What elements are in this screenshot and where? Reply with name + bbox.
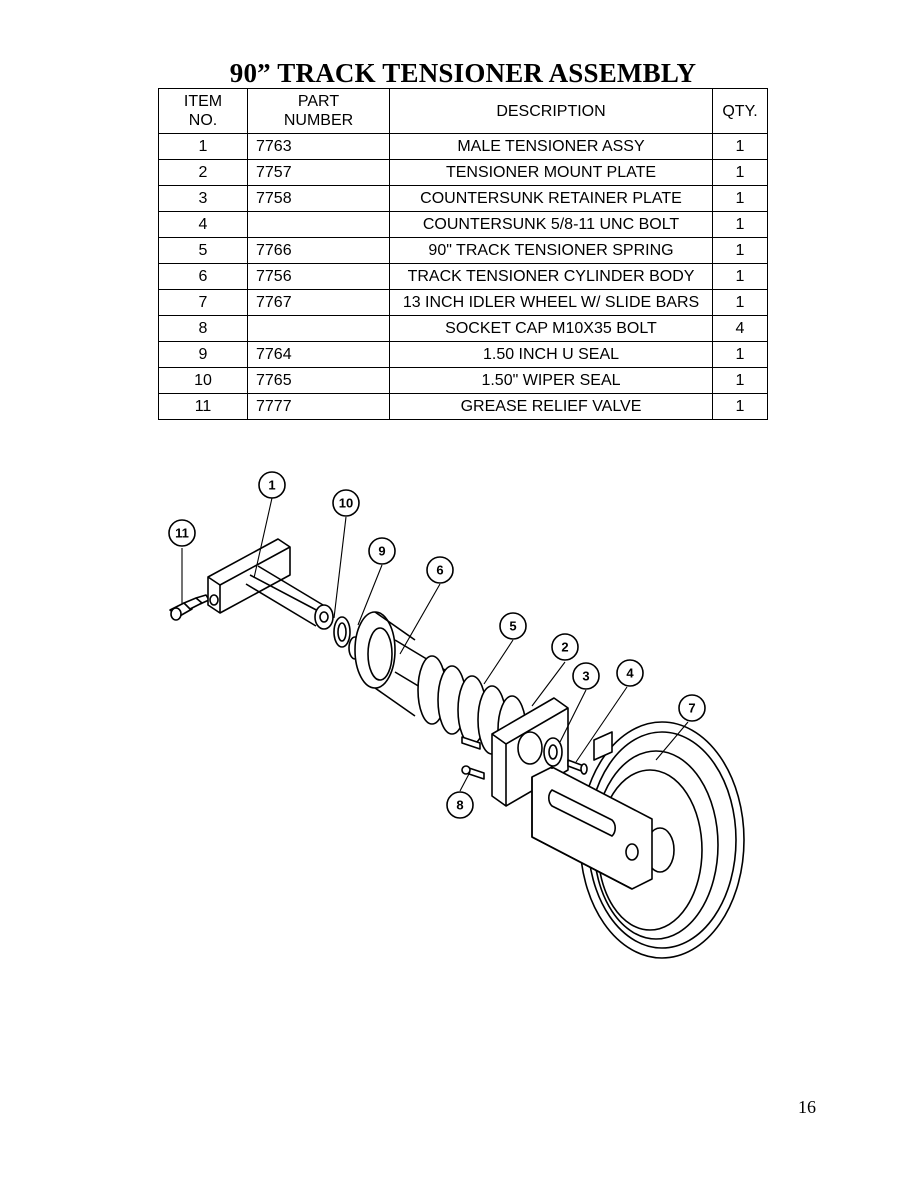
page-title: 90” TRACK TENSIONER ASSEMBLY	[229, 58, 697, 88]
cell-part-number	[247, 211, 390, 238]
cell-item-no: 6	[158, 263, 248, 290]
callout-label: 4	[626, 666, 634, 681]
header-item-no: ITEM NO.	[158, 88, 248, 134]
cell-qty: 1	[712, 341, 768, 368]
callout-9: 9	[368, 537, 396, 565]
header-part-line1: PART	[297, 93, 340, 110]
wiper-seal-part	[333, 616, 351, 648]
cell-qty: 1	[712, 393, 768, 420]
header-description: DESCRIPTION	[389, 88, 713, 134]
cell-description: SOCKET CAP M10X35 BOLT	[389, 315, 713, 342]
cell-part-number: 7764	[247, 341, 390, 368]
callout-label: 8	[456, 798, 463, 813]
cell-item-no: 8	[158, 315, 248, 342]
cell-part-number: 7757	[247, 159, 390, 186]
cell-qty: 1	[712, 367, 768, 394]
cell-part-number: 7758	[247, 185, 390, 212]
idler-wheel-part	[531, 721, 745, 959]
callout-8: 8	[446, 791, 474, 819]
callout-leaders	[181, 497, 689, 792]
callout-label: 6	[436, 563, 443, 578]
callout-label: 2	[561, 640, 568, 655]
cell-item-no: 5	[158, 237, 248, 264]
countersunk-bolt-part	[567, 759, 588, 775]
socket-cap-bolt-part	[461, 736, 485, 780]
cell-item-no: 2	[158, 159, 248, 186]
callout-label: 5	[509, 619, 516, 634]
callout-label: 7	[688, 701, 695, 716]
cell-item-no: 3	[158, 185, 248, 212]
cell-qty: 1	[712, 159, 768, 186]
callout-label: 3	[582, 669, 589, 684]
callout-label: 9	[378, 544, 385, 559]
page-number: 16	[798, 1097, 816, 1117]
table-header-row: ITEM NO. PART NUMBER DESCRIPTION QTY.	[158, 88, 768, 134]
male-tensioner-part	[207, 538, 334, 630]
callout-5: 5	[499, 612, 527, 640]
cell-description: GREASE RELIEF VALVE	[389, 393, 713, 420]
cell-item-no: 1	[158, 133, 248, 160]
callout-3: 3	[572, 662, 600, 690]
header-qty: QTY.	[712, 88, 768, 134]
callout-label: 1	[268, 478, 275, 493]
cell-description: 1.50" WIPER SEAL	[389, 367, 713, 394]
cell-description: MALE TENSIONER ASSY	[389, 133, 713, 160]
header-item-line2: NO.	[188, 112, 218, 129]
callout-6: 6	[426, 556, 454, 584]
callout-2: 2	[551, 633, 579, 661]
callout-label: 10	[339, 496, 353, 511]
callout-label: 11	[175, 526, 189, 541]
callout-10: 10	[332, 489, 360, 517]
header-part-line2: NUMBER	[283, 112, 354, 129]
cell-description: COUNTERSUNK RETAINER PLATE	[389, 185, 713, 212]
cell-description: TRACK TENSIONER CYLINDER BODY	[389, 263, 713, 290]
callout-1: 1	[258, 471, 286, 499]
cell-description: 1.50 INCH U SEAL	[389, 341, 713, 368]
retainer-plate-part	[543, 737, 563, 767]
cell-part-number: 7763	[247, 133, 390, 160]
cell-description: 90" TRACK TENSIONER SPRING	[389, 237, 713, 264]
grease-relief-valve-part	[169, 594, 210, 621]
cell-qty: 1	[712, 211, 768, 238]
callout-7: 7	[678, 694, 706, 722]
cell-qty: 4	[712, 315, 768, 342]
callout-11: 11	[168, 519, 196, 547]
header-item-line1: ITEM	[183, 93, 223, 110]
callout-4: 4	[616, 659, 644, 687]
cylinder-body-part	[354, 611, 496, 733]
cell-part-number: 7777	[247, 393, 390, 420]
